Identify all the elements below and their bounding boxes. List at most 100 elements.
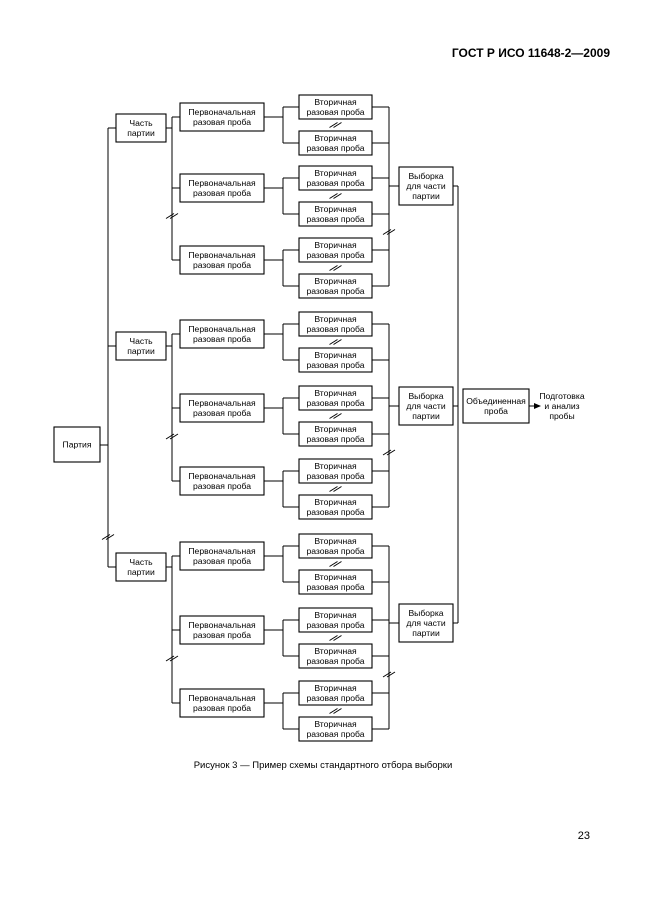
break-mark [333, 635, 342, 641]
part-sample-box-text: Выборка [408, 391, 443, 401]
secondary-increment-box-frame [298, 533, 373, 559]
part-of-lot-box-text: Часть [129, 336, 153, 346]
figure-caption: Рисунок 3 — Пример схемы стандартного от… [193, 760, 453, 771]
secondary-increment-box-frame [298, 421, 373, 447]
secondary-increment-box-text: Вторичная [314, 610, 357, 620]
part-of-lot-box-frame [115, 552, 167, 582]
secondary-increment-box-text: Вторичная [314, 683, 357, 693]
primary-increment-box-text: разовая проба [193, 188, 251, 198]
composite-sample-box-text: Объединенная [466, 396, 526, 406]
secondary-increment-box-text: разовая проба [306, 178, 364, 188]
sample-preparation-label: и анализ [544, 401, 579, 411]
secondary-increment-box-text: Вторичная [314, 350, 357, 360]
secondary-increment-box-text: разовая проба [306, 398, 364, 408]
secondary-increment-box-frame [298, 569, 373, 595]
primary-increment-box-text: Первоначальная [188, 398, 256, 408]
break-mark [333, 122, 342, 128]
primary-increment-box-text: Первоначальная [188, 250, 256, 260]
secondary-increment-box-text: Вторичная [314, 536, 357, 546]
primary-increment-box-text: Первоначальная [188, 471, 256, 481]
break-mark [329, 561, 338, 567]
break-mark [329, 339, 338, 345]
break-mark [329, 708, 338, 714]
secondary-increment-box-frame [298, 237, 373, 263]
part-of-lot-box-text: Часть [129, 118, 153, 128]
secondary-increment-box-frame [298, 607, 373, 633]
primary-increment-box-frame [179, 245, 265, 275]
break-mark [333, 193, 342, 199]
primary-increment-box-frame [179, 688, 265, 718]
lot-box-frame [53, 426, 101, 463]
primary-increment-box-text: разовая проба [193, 630, 251, 640]
part-of-lot-box-frame [115, 113, 167, 143]
secondary-increment-box-frame [298, 273, 373, 299]
secondary-increment-box-frame [298, 680, 373, 706]
break-mark [386, 229, 396, 235]
break-mark [169, 655, 179, 662]
part-sample-box-text: партии [412, 411, 440, 421]
secondary-increment-box-text: разовая проба [306, 582, 364, 592]
secondary-increment-box-text: Вторичная [314, 168, 357, 178]
primary-increment-box-text: Первоначальная [188, 178, 256, 188]
secondary-increment-box-frame [298, 494, 373, 520]
secondary-increment-box-text: разовая проба [306, 656, 364, 666]
primary-increment-box-text: Первоначальная [188, 620, 256, 630]
secondary-increment-box-text: Вторичная [314, 133, 357, 143]
secondary-increment-box-frame [298, 201, 373, 227]
secondary-increment-box-text: разовая проба [306, 434, 364, 444]
break-mark [329, 193, 338, 199]
primary-increment-box-text: Первоначальная [188, 324, 256, 334]
break-mark [165, 213, 175, 219]
break-mark [333, 413, 342, 419]
part-of-lot-box-text: партии [127, 567, 155, 577]
secondary-increment-box-text: Вторичная [314, 276, 357, 286]
secondary-increment-box-frame [298, 94, 373, 120]
secondary-increment-box-frame [298, 311, 373, 337]
break-mark [333, 708, 342, 714]
part-of-lot-box-text: Часть [129, 557, 153, 567]
composite-sample-box-frame [462, 388, 530, 424]
document-header: ГОСТ Р ИСО 11648-2—2009 [451, 46, 610, 60]
break-mark [382, 671, 392, 678]
secondary-increment-box-text: Вторичная [314, 572, 357, 582]
secondary-increment-box-text: разовая проба [306, 620, 364, 630]
primary-increment-box-text: Первоначальная [188, 693, 256, 703]
primary-increment-box-text: разовая проба [193, 408, 251, 418]
secondary-increment-box-text: разовая проба [306, 286, 364, 296]
secondary-increment-box-text: разовая проба [306, 143, 364, 153]
part-sample-box-frame [398, 603, 454, 643]
break-mark [333, 265, 342, 271]
break-mark [333, 561, 342, 567]
secondary-increment-box-text: Вторичная [314, 240, 357, 250]
composite-sample-box-text: проба [484, 406, 508, 416]
break-mark [329, 265, 338, 271]
secondary-increment-box-text: разовая проба [306, 729, 364, 739]
primary-increment-box-text: разовая проба [193, 481, 251, 491]
sample-preparation-label: пробы [549, 411, 574, 421]
break-mark [329, 413, 338, 419]
secondary-increment-box-text: Вторичная [314, 719, 357, 729]
primary-increment-box-text: разовая проба [193, 556, 251, 566]
secondary-increment-box-text: разовая проба [306, 360, 364, 370]
break-mark [382, 449, 392, 456]
secondary-increment-box-text: разовая проба [306, 471, 364, 481]
secondary-increment-box-text: разовая проба [306, 507, 364, 517]
primary-increment-box-frame [179, 615, 265, 645]
break-mark [165, 433, 175, 440]
break-mark [386, 449, 396, 456]
lot-box: Партия [53, 426, 101, 463]
